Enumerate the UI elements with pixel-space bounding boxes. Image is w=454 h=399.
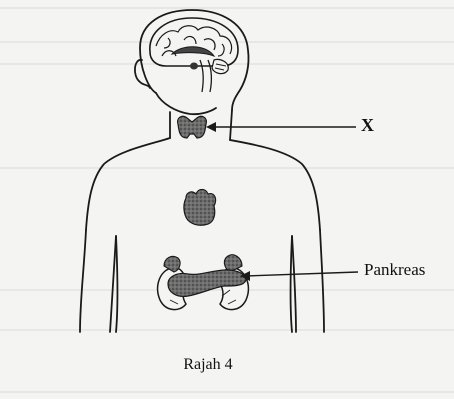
figure-caption: Rajah 4: [0, 356, 416, 374]
label-pancreas: Pankreas: [364, 260, 425, 280]
thyroid-gland: [178, 116, 207, 138]
neck-right: [230, 110, 232, 140]
right-arm-inner: [292, 236, 296, 332]
thymus-gland: [184, 190, 216, 226]
right-shoulder: [230, 140, 320, 230]
left-shoulder: [86, 138, 170, 230]
abdominal-organs: [158, 255, 249, 310]
arrowhead-thyroid: [206, 122, 216, 132]
label-x: X: [361, 115, 374, 136]
right-arm-outer: [320, 230, 324, 332]
torso-right: [291, 236, 293, 332]
left-arm-outer: [80, 230, 86, 332]
pituitary-gland: [190, 63, 198, 70]
brain-outline: [150, 18, 238, 66]
brain: [150, 18, 238, 92]
torso-left: [116, 236, 118, 332]
jaw-outline: [156, 93, 216, 114]
left-arm-inner: [110, 236, 116, 332]
arrow-to-pancreas: [246, 272, 358, 276]
